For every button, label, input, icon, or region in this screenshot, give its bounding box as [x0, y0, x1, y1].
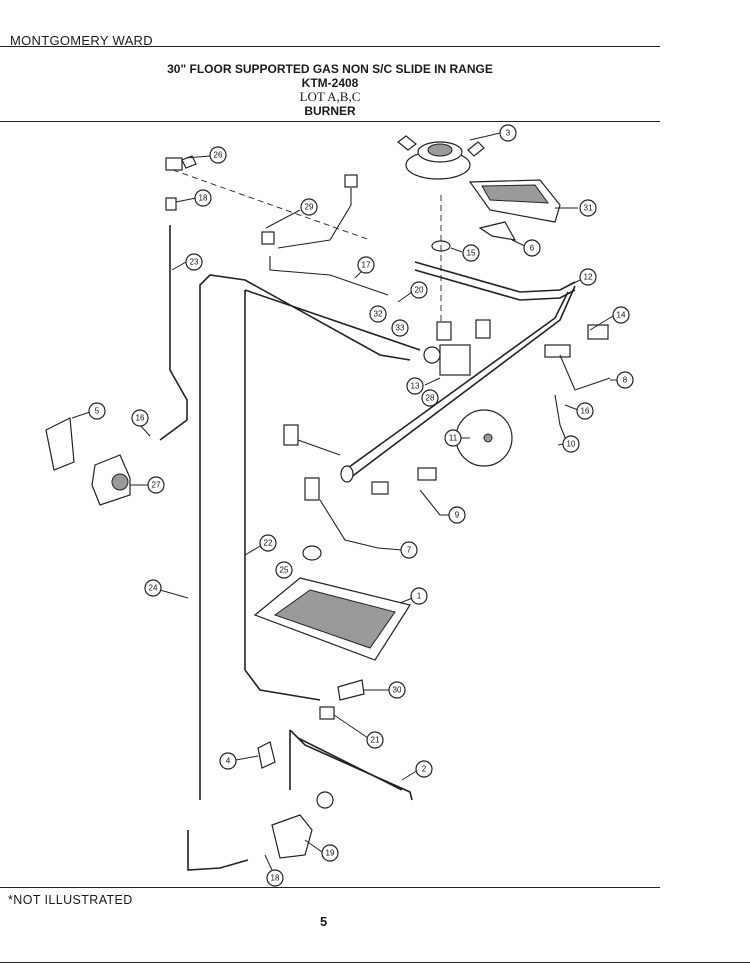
section-title: BURNER — [304, 104, 356, 118]
svg-text:8: 8 — [623, 376, 628, 385]
clip-21 — [319, 706, 335, 720]
svg-text:29: 29 — [305, 203, 314, 212]
supply-lines — [159, 225, 421, 871]
callout-18: 18 — [194, 189, 212, 207]
callout-28: 28 — [421, 389, 439, 407]
bracket-30 — [337, 679, 365, 701]
svg-text:22: 22 — [264, 539, 273, 548]
callout-8: 8 — [616, 371, 634, 389]
callout-21: 21 — [366, 731, 384, 749]
svg-text:33: 33 — [396, 324, 405, 333]
callout-9: 9 — [448, 506, 466, 524]
callout-23: 23 — [185, 253, 203, 271]
callout-24: 24 — [144, 579, 162, 597]
bottom-rule — [0, 962, 750, 963]
cap-25 — [302, 545, 322, 561]
callout-5: 5 — [88, 402, 106, 420]
footer-rule — [0, 887, 660, 888]
svg-text:3: 3 — [506, 129, 511, 138]
svg-text:27: 27 — [152, 481, 161, 490]
callout-13: 13 — [406, 377, 424, 395]
callout-26: 26 — [209, 146, 227, 164]
svg-text:20: 20 — [415, 286, 424, 295]
svg-text:24: 24 — [149, 584, 158, 593]
title-rule — [0, 121, 660, 122]
svg-text:14: 14 — [617, 311, 626, 320]
svg-text:12: 12 — [584, 273, 593, 282]
svg-text:31: 31 — [584, 204, 593, 213]
callout-15: 15 — [462, 244, 480, 262]
footnote: *NOT ILLUSTRATED — [8, 893, 133, 907]
callout-12: 12 — [579, 268, 597, 286]
header-rule — [0, 46, 660, 47]
callout-31: 31 — [579, 199, 597, 217]
oven-valve — [271, 791, 334, 859]
callout-32: 32 — [369, 305, 387, 323]
valve-cluster — [423, 319, 609, 376]
drip-tray — [253, 577, 416, 661]
regulator-assembly — [45, 417, 131, 506]
svg-text:17: 17 — [362, 261, 371, 270]
svg-text:30: 30 — [393, 686, 402, 695]
callout-3: 3 — [499, 124, 517, 142]
callout-19: 19 — [321, 844, 339, 862]
callout-11: 11 — [444, 429, 462, 447]
svg-text:10: 10 — [567, 440, 576, 449]
callout-22: 22 — [259, 534, 277, 552]
burner-head — [397, 132, 501, 180]
callout-27: 27 — [147, 476, 165, 494]
callout-17: 17 — [357, 256, 375, 274]
svg-text:2: 2 — [422, 765, 427, 774]
model-number: KTM-2408 — [301, 76, 359, 90]
svg-text:7: 7 — [407, 546, 412, 555]
callout-16b: 16 — [131, 409, 149, 427]
callout-7: 7 — [400, 541, 418, 559]
callout-2: 2 — [415, 760, 433, 778]
svg-text:13: 13 — [411, 382, 420, 391]
callout-29: 29 — [300, 198, 318, 216]
callout-1: 1 — [410, 587, 428, 605]
callout-4: 4 — [219, 752, 237, 770]
callout-25: 25 — [275, 561, 293, 579]
callout-10: 10 — [562, 435, 580, 453]
svg-text:5: 5 — [95, 407, 100, 416]
title-block: 30" FLOOR SUPPORTED GAS NON S/C SLIDE IN… — [0, 62, 660, 118]
callout-14: 14 — [612, 306, 630, 324]
svg-text:32: 32 — [374, 310, 383, 319]
callout-20: 20 — [410, 281, 428, 299]
svg-text:16: 16 — [136, 414, 145, 423]
svg-text:6: 6 — [530, 244, 535, 253]
callout-30: 30 — [388, 681, 406, 699]
svg-text:18: 18 — [271, 874, 280, 883]
flame-spreader — [468, 179, 578, 223]
callout-16: 16 — [576, 402, 594, 420]
page-number: 5 — [320, 914, 328, 929]
lower-valves — [283, 409, 513, 501]
callout-18b: 18 — [266, 869, 284, 887]
page-title: 30" FLOOR SUPPORTED GAS NON S/C SLIDE IN… — [167, 62, 493, 76]
svg-text:26: 26 — [214, 151, 223, 160]
burner-bracket — [478, 221, 526, 247]
svg-text:23: 23 — [190, 258, 199, 267]
top-fittings — [165, 155, 389, 296]
svg-text:1: 1 — [417, 592, 422, 601]
brand-name: MONTGOMERY WARD — [10, 33, 153, 48]
lot-label: LOT A,B,C — [299, 89, 361, 104]
svg-text:19: 19 — [326, 849, 335, 858]
svg-text:9: 9 — [455, 511, 460, 520]
svg-text:16: 16 — [581, 407, 590, 416]
clip-4 — [257, 741, 276, 769]
svg-text:28: 28 — [426, 394, 435, 403]
svg-text:18: 18 — [199, 194, 208, 203]
svg-text:25: 25 — [280, 566, 289, 575]
oven-burner-tube — [289, 729, 413, 801]
svg-text:11: 11 — [449, 434, 458, 443]
svg-text:21: 21 — [371, 736, 380, 745]
callout-33: 33 — [391, 319, 409, 337]
svg-text:4: 4 — [226, 757, 231, 766]
svg-text:15: 15 — [467, 249, 476, 258]
callout-6: 6 — [523, 239, 541, 257]
